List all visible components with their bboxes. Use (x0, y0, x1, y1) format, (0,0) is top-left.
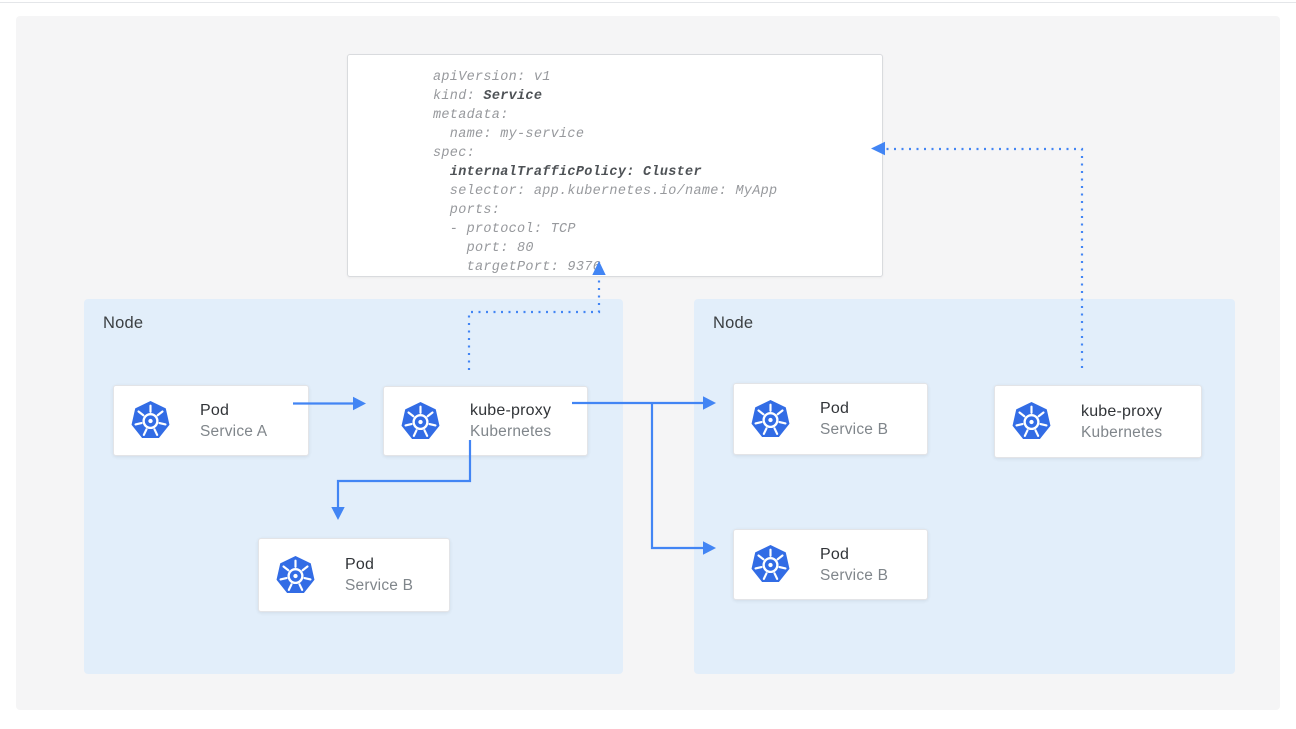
card-subtitle: Kubernetes (470, 423, 552, 440)
card-pod-service-b-right-bottom: Pod Service B (733, 529, 928, 600)
card-title: Pod (820, 400, 850, 417)
card-pod-service-a: Pod Service A (113, 385, 309, 456)
card-subtitle: Kubernetes (1081, 423, 1163, 441)
kubernetes-icon (1011, 401, 1052, 442)
card-subtitle: Service B (820, 421, 889, 438)
card-pod-service-b-right-top: Pod Service B (733, 383, 928, 455)
card-subtitle: Service B (820, 566, 889, 584)
card-title: Pod (345, 556, 375, 573)
kubernetes-icon (400, 401, 441, 442)
node-left-label: Node (103, 314, 144, 332)
top-divider (0, 2, 1296, 3)
card-subtitle: Service B (345, 577, 414, 594)
card-pod-service-b-left: Pod Service B (258, 538, 450, 612)
card-title: Pod (200, 401, 230, 419)
kubernetes-icon (130, 400, 171, 441)
card-title: Pod (820, 545, 850, 563)
node-left: Node (84, 299, 623, 674)
card-title: kube-proxy (1081, 402, 1163, 420)
kubernetes-icon (275, 555, 316, 596)
card-title: kube-proxy (470, 402, 552, 419)
kubernetes-icon (750, 399, 791, 440)
node-right-label: Node (713, 314, 754, 332)
card-subtitle: Service A (200, 422, 268, 440)
node-right: Node (694, 299, 1235, 674)
card-kube-proxy-right: kube-proxy Kubernetes (994, 385, 1202, 458)
card-kube-proxy-left: kube-proxy Kubernetes (383, 386, 588, 456)
kubernetes-icon (750, 544, 791, 585)
